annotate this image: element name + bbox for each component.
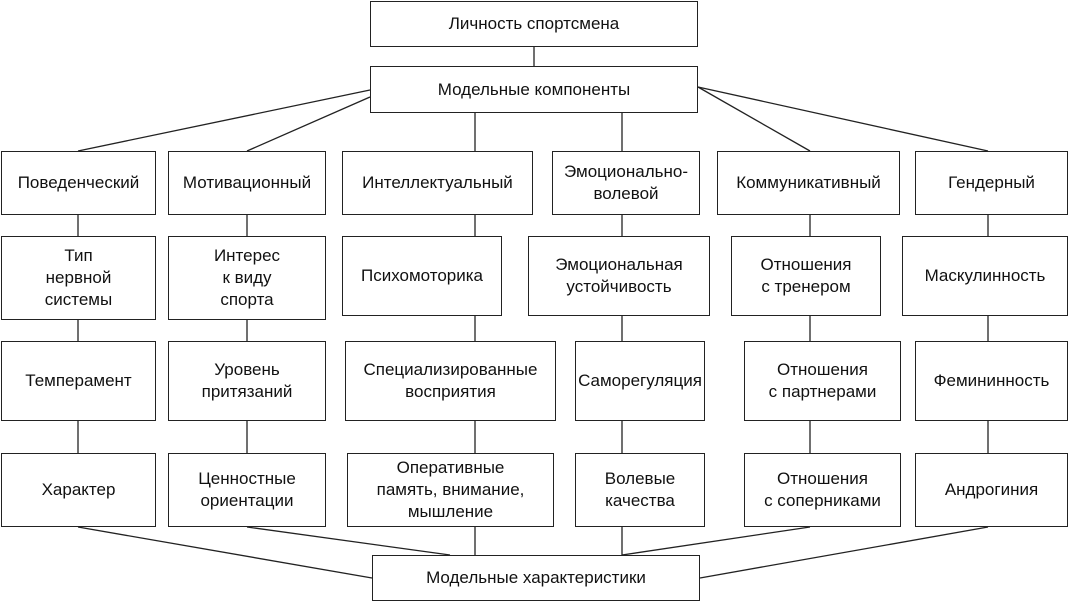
item-box: Маскулинность — [902, 236, 1068, 316]
connector-line — [246, 526, 451, 556]
item-box: Волевые качества — [575, 453, 705, 527]
header-box: Поведенческий — [1, 151, 156, 215]
connector-line — [77, 526, 373, 579]
connector-line — [697, 86, 811, 152]
item-box: Ценностные ориентации — [168, 453, 326, 527]
item-box: Отношения с тренером — [731, 236, 881, 316]
header-box: Гендерный — [915, 151, 1068, 215]
item-box: Интерес к виду спорта — [168, 236, 326, 320]
item-box: Отношения с соперниками — [744, 453, 901, 527]
item-box: Тип нервной системы — [1, 236, 156, 320]
item-box: Уровень притязаний — [168, 341, 326, 421]
item-box: Отношения с партнерами — [744, 341, 901, 421]
connector-line — [621, 526, 811, 556]
connector-line — [697, 86, 989, 152]
item-box: Саморегуляция — [575, 341, 705, 421]
header-box: Интеллектуальный — [342, 151, 533, 215]
connector-line — [246, 96, 371, 152]
top-box: Личность спортсмена — [370, 1, 698, 47]
item-box: Психомоторика — [342, 236, 502, 316]
header-box: Мотивационный — [168, 151, 326, 215]
item-box: Эмоциональная устойчивость — [528, 236, 710, 316]
model-characteristics-box: Модельные характеристики — [372, 555, 700, 601]
item-box: Фемининность — [915, 341, 1068, 421]
header-box: Коммуникативный — [717, 151, 900, 215]
connector-line — [699, 526, 989, 579]
item-box: Характер — [1, 453, 156, 527]
item-box: Андрогиния — [915, 453, 1068, 527]
connector-line — [77, 89, 371, 152]
item-box: Специализированные восприятия — [345, 341, 556, 421]
item-box: Оперативные память, внимание, мышление — [347, 453, 554, 527]
header-box: Эмоционально- волевой — [552, 151, 700, 215]
model-components-box: Модельные компоненты — [370, 66, 698, 113]
item-box: Темперамент — [1, 341, 156, 421]
